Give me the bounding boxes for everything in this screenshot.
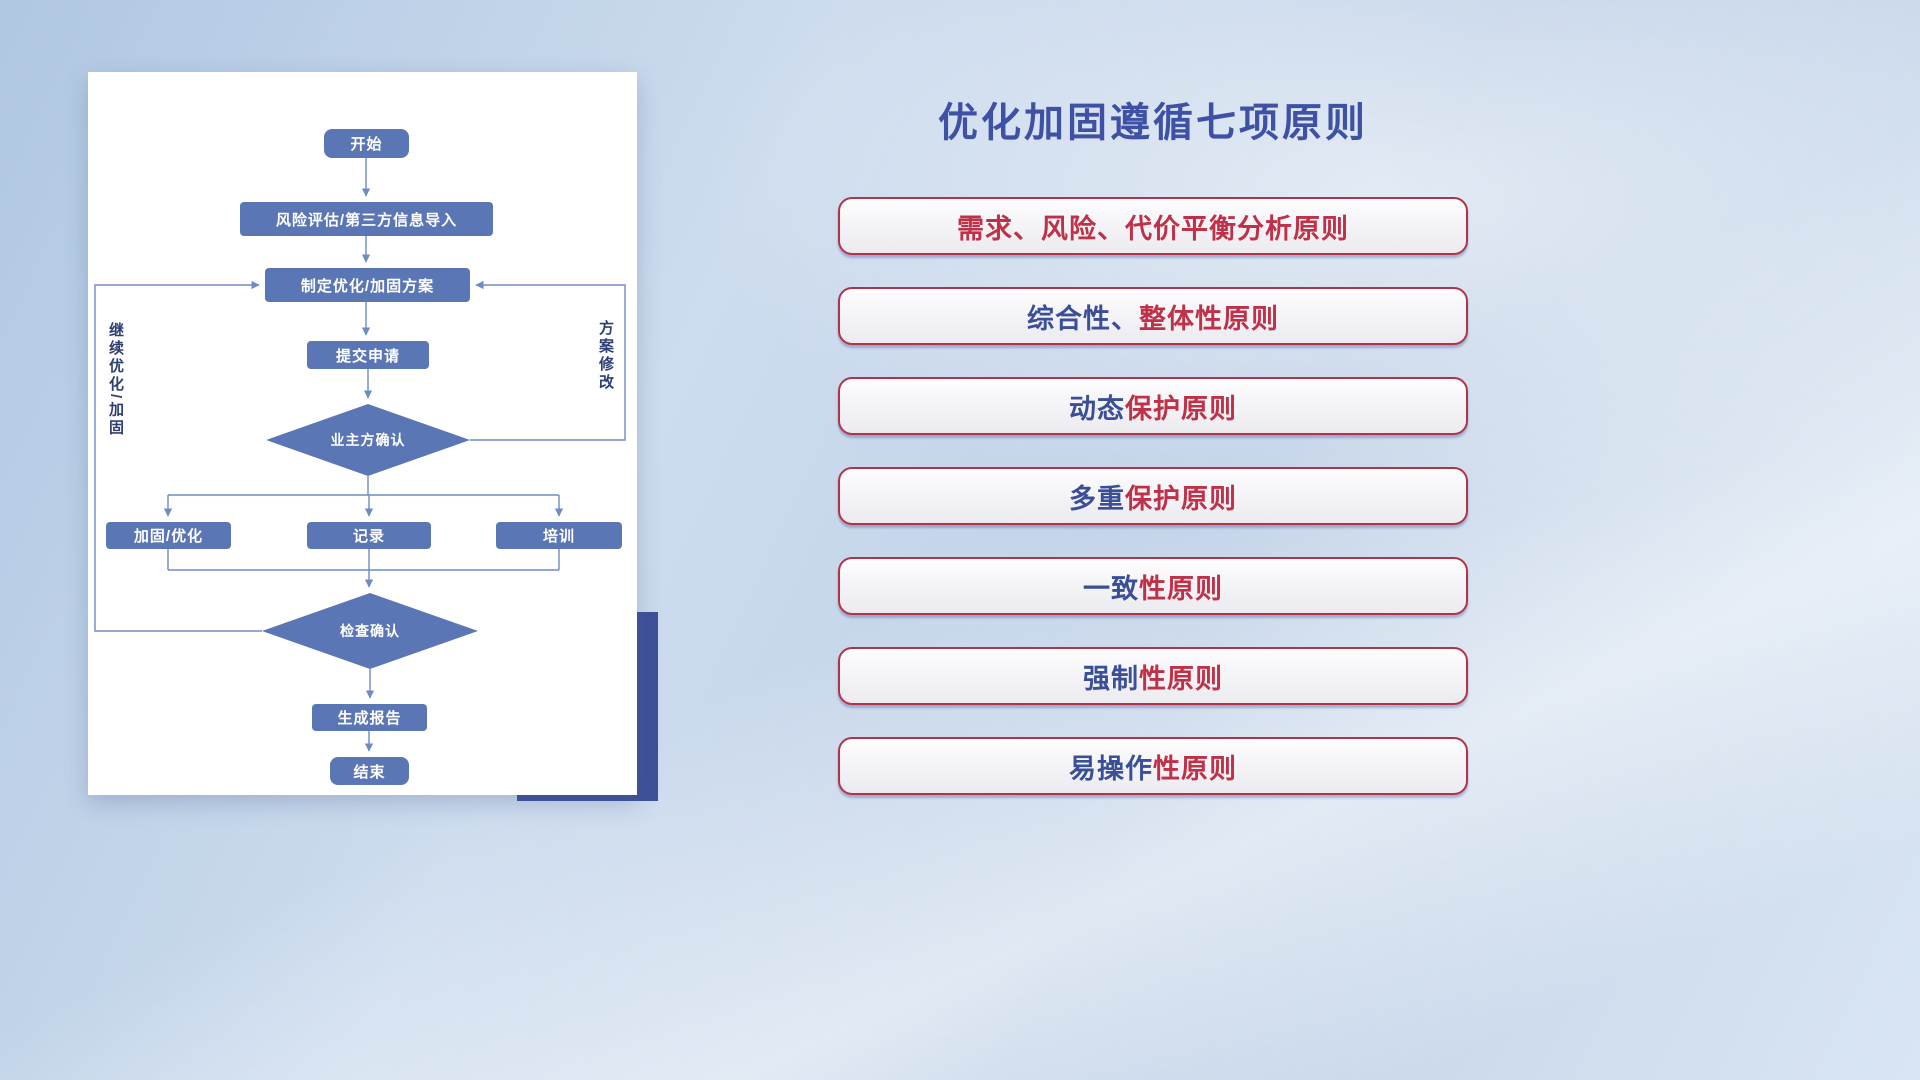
flow-connectors	[94, 158, 626, 752]
flow-node-risk-assessment: 风险评估/第三方信息导入	[240, 202, 493, 236]
principle-item-2: 综合性、整体性原则	[838, 287, 1468, 345]
principle-text-part: 强制	[1083, 663, 1139, 694]
principle-text-part: 易操作	[1069, 753, 1153, 784]
flowchart-card: 开始 风险评估/第三方信息导入 制定优化/加固方案 提交申请 业主方确认 加固/…	[88, 72, 637, 795]
flow-node-generate-report: 生成报告	[312, 704, 427, 731]
principle-item-5: 一致性原则	[838, 557, 1468, 615]
principle-text-part: 一致	[1083, 573, 1139, 604]
principle-item-1: 需求、风险、代价平衡分析原则	[838, 197, 1468, 255]
principle-text-part: 性原则	[1139, 663, 1223, 694]
principle-item-4: 多重保护原则	[838, 467, 1468, 525]
principle-item-6: 强制性原则	[838, 647, 1468, 705]
principle-text-part: 综合性、	[1027, 303, 1139, 334]
flow-node-reinforce-optimize: 加固/优化	[106, 522, 231, 549]
principle-text-part: 性原则	[1139, 573, 1223, 604]
flow-node-end: 结束	[330, 757, 409, 785]
flow-node-start: 开始	[324, 129, 409, 158]
principle-item-7: 易操作性原则	[838, 737, 1468, 795]
flow-node-record: 记录	[307, 522, 431, 549]
principles-list: 需求、风险、代价平衡分析原则 综合性、整体性原则 动态保护原则 多重保护原则 一…	[838, 197, 1468, 795]
principle-item-3: 动态保护原则	[838, 377, 1468, 435]
principle-text-part: 多重	[1069, 483, 1125, 514]
principle-text-part: 性原则	[1153, 753, 1237, 784]
edge-label-continue-optimize: 继续优化/加固	[107, 322, 124, 438]
principle-text-part: 动态	[1069, 393, 1125, 424]
edge-label-plan-modify: 方案修改	[597, 320, 614, 392]
principle-text-part: 保护原则	[1125, 393, 1237, 424]
flow-node-training: 培训	[496, 522, 622, 549]
principle-text-part: 需求、风险、代价平衡分析原则	[957, 213, 1349, 244]
principle-text-part: 整体性原则	[1139, 303, 1279, 334]
page-title: 优化加固遵循七项原则	[938, 101, 1368, 145]
principle-text-part: 保护原则	[1125, 483, 1237, 514]
flow-node-submit-request: 提交申请	[307, 341, 429, 369]
flow-node-make-plan: 制定优化/加固方案	[265, 268, 470, 302]
